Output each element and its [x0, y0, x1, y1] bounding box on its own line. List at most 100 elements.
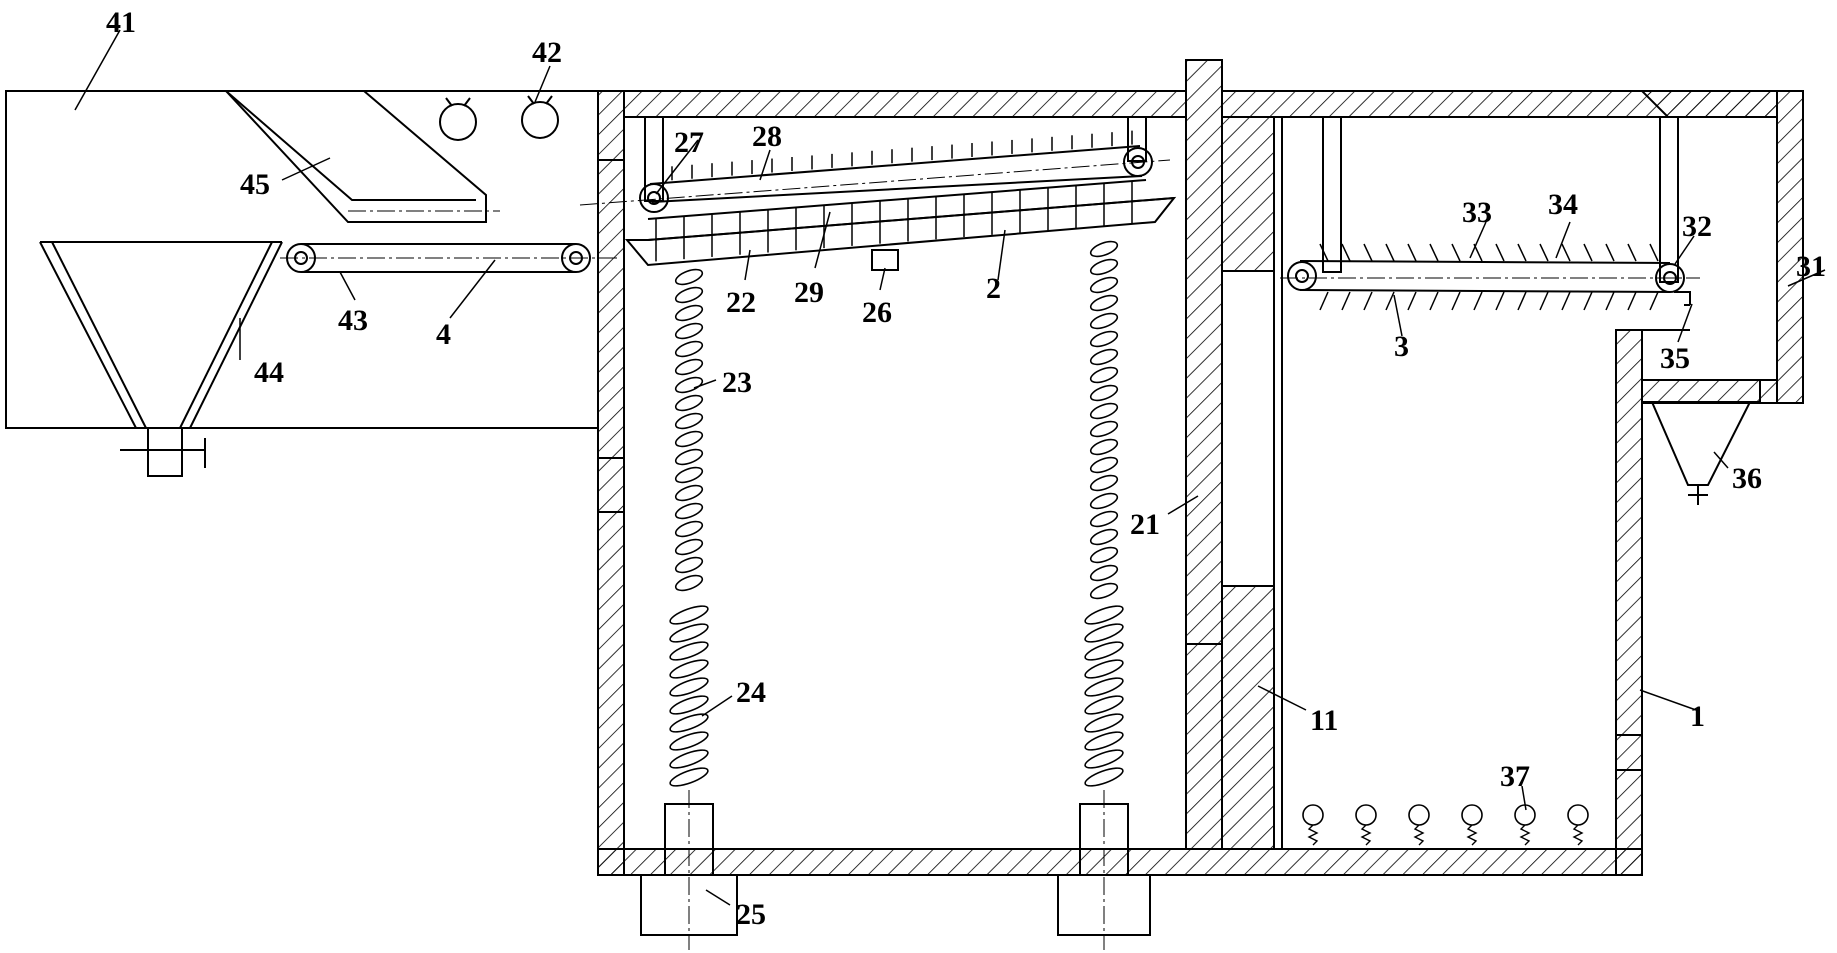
- spring-coil-lower: [1084, 659, 1124, 679]
- label-25: 25: [736, 898, 766, 931]
- spring-coil: [1089, 366, 1119, 384]
- spring-coil-lower: [1084, 767, 1124, 787]
- bump-ball: [1461, 804, 1483, 826]
- conveyor-belt: [280, 243, 620, 273]
- bump-ball: [1408, 804, 1430, 826]
- screen-plate: [624, 179, 1177, 271]
- label-43: 43: [338, 304, 368, 337]
- bristle-down: [1473, 291, 1483, 311]
- bump-ball: [1567, 804, 1589, 826]
- spring-coil: [674, 448, 704, 466]
- feed-housing: [5, 90, 598, 429]
- spring-coil: [674, 340, 704, 358]
- bristle-down: [1341, 291, 1351, 311]
- spring-coil: [674, 520, 704, 538]
- spring-coil-lower: [669, 695, 709, 715]
- spring-coil-lower: [669, 623, 709, 643]
- spring-coil: [1089, 564, 1119, 582]
- spring-coil: [1089, 492, 1119, 510]
- label-26: 26: [862, 296, 892, 329]
- bump-spring: [1360, 824, 1372, 846]
- label-27: 27: [674, 126, 704, 159]
- bristle-up: [1649, 243, 1659, 262]
- bristle-down: [1407, 291, 1417, 311]
- label-42: 42: [532, 36, 562, 69]
- side-cover: [1616, 90, 1804, 404]
- bristle-up: [1495, 243, 1505, 262]
- vibration-motors: [640, 790, 1151, 950]
- press-rollers: [439, 95, 559, 141]
- spring-coil: [1089, 240, 1119, 258]
- bristle-up: [1319, 243, 1329, 262]
- spring-coil-lower: [669, 749, 709, 769]
- bristle-up: [1363, 243, 1373, 262]
- bristle-up: [1451, 243, 1461, 262]
- spring-coil-lower: [669, 641, 709, 661]
- spring-coil: [674, 358, 704, 376]
- label-44: 44: [254, 356, 284, 389]
- bristle-up: [1605, 243, 1615, 262]
- spring-coil-lower: [669, 713, 709, 733]
- bump-ball: [1302, 804, 1324, 826]
- bump-spring: [1413, 824, 1425, 846]
- label-31: 31: [1796, 250, 1826, 283]
- bristle-up: [1627, 243, 1637, 262]
- label-29: 29: [794, 276, 824, 309]
- label-24: 24: [736, 676, 766, 709]
- spring-coil: [1089, 348, 1119, 366]
- bristle-down: [1451, 291, 1461, 311]
- bristle-up: [1341, 243, 1351, 262]
- brush-bristles-right: [1319, 243, 1659, 311]
- bristle-down: [1605, 291, 1615, 311]
- spring-coil-lower: [1084, 713, 1124, 733]
- bristle-down: [1517, 291, 1527, 311]
- spring-coil: [1089, 510, 1119, 528]
- spring-coil: [1089, 330, 1119, 348]
- spring-coil: [674, 394, 704, 412]
- label-34: 34: [1548, 188, 1578, 221]
- spring-coil: [674, 304, 704, 322]
- bristle-down: [1363, 291, 1373, 311]
- bristle-up: [1561, 243, 1571, 262]
- partition-plate: [1185, 59, 1223, 645]
- bristle-down: [1583, 291, 1593, 311]
- spring-coil-lower: [1084, 731, 1124, 751]
- spring-coil-lower: [669, 677, 709, 697]
- screen-holes: [655, 181, 1133, 262]
- outlet-hopper: [1641, 379, 1761, 505]
- bump-ball: [1355, 804, 1377, 826]
- bristle-down: [1627, 291, 1637, 311]
- spring-coil-lower: [1084, 695, 1124, 715]
- bump-spring: [1572, 824, 1584, 846]
- upper-brush-assembly: [1280, 116, 1700, 311]
- spring-coil: [1089, 546, 1119, 564]
- spring-coil: [674, 286, 704, 304]
- label-41: 41: [106, 6, 136, 39]
- spring-coil: [674, 574, 704, 592]
- spring-coil-lower: [669, 767, 709, 787]
- label-4: 4: [436, 318, 451, 351]
- bristle-down: [1539, 291, 1549, 311]
- spring-coil: [1089, 420, 1119, 438]
- label-28: 28: [752, 120, 782, 153]
- label-1: 1: [1690, 700, 1705, 733]
- bristle-down: [1649, 291, 1659, 311]
- labels: 41 42 45 43 4 44 27 28 22 29 26 2 23 24 …: [106, 6, 1826, 931]
- label-2: 2: [986, 272, 1001, 305]
- spring-coil-lower: [669, 605, 709, 625]
- bristle-down: [1561, 291, 1571, 311]
- spring-coil: [1089, 384, 1119, 402]
- spring-coil: [674, 412, 704, 430]
- label-22: 22: [726, 286, 756, 319]
- bristle-down: [1495, 291, 1505, 311]
- spring-coil: [1089, 456, 1119, 474]
- spring-coil: [1089, 474, 1119, 492]
- bristle-up: [1583, 243, 1593, 262]
- spring-coil: [1089, 312, 1119, 330]
- label-35: 35: [1660, 342, 1690, 375]
- spring-coil-lower: [1084, 623, 1124, 643]
- spring-coil-lower: [669, 731, 709, 751]
- collection-hopper: [39, 241, 283, 477]
- brush-bristles: [671, 130, 1133, 181]
